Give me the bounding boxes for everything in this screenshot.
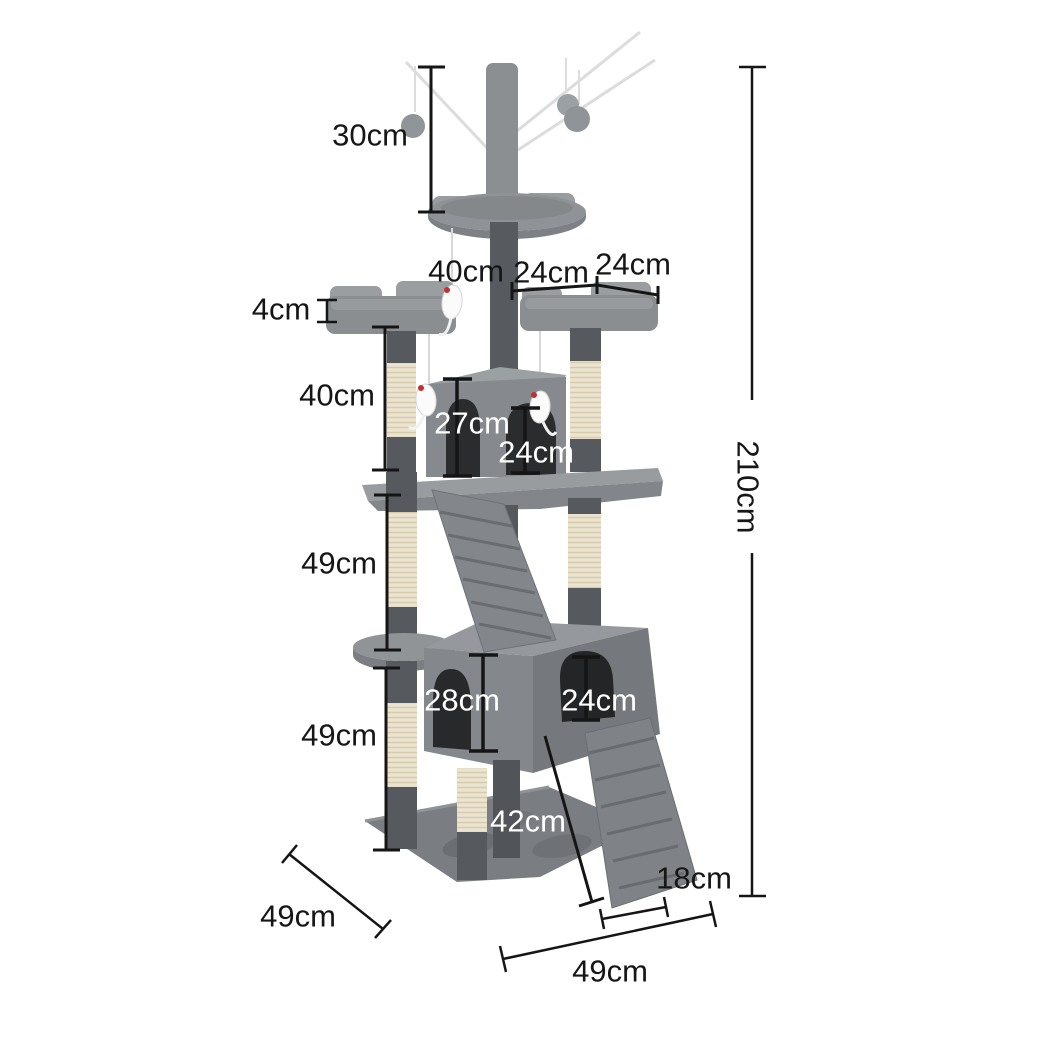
dim-line-lower-door-right	[572, 655, 600, 722]
right-post-lower	[568, 498, 601, 630]
lower-ramp	[584, 717, 698, 909]
dim-line-base-width	[498, 900, 718, 973]
dim-label-top-platform-right: 24cm	[595, 246, 671, 282]
dim-label-lower-door-right: 24cm	[561, 682, 637, 718]
center-post-upper	[490, 222, 518, 378]
dim-line-base-depth	[281, 844, 392, 939]
dim-line-hang-height	[418, 65, 445, 214]
center-post-base	[493, 760, 520, 858]
cat-tree-illustration	[326, 30, 698, 909]
mouse-toy-1	[438, 284, 463, 337]
dim-label-condo-door: 24cm	[498, 434, 574, 470]
front-post-base	[457, 768, 487, 880]
dim-label-hang-height: 30cm	[332, 117, 408, 153]
dim-label-top-drop: 40cm	[428, 253, 504, 289]
dim-label-upper-post: 40cm	[299, 377, 375, 413]
dim-line-top-platform	[510, 276, 660, 304]
toy-ball-right-2	[564, 106, 590, 132]
top-post	[486, 63, 518, 215]
dim-label-lower-section: 49cm	[301, 717, 377, 753]
left-post-lower	[386, 472, 417, 653]
wand-stick-right-2	[517, 58, 656, 152]
dim-line-mid-section	[374, 493, 401, 652]
dim-label-mid-section: 49cm	[301, 545, 377, 581]
left-platform	[326, 281, 456, 334]
dim-line-condo-height	[443, 377, 472, 478]
condo-door-left	[446, 399, 480, 477]
dim-line-lower-door-left	[469, 653, 498, 753]
dim-label-total-height: 210cm	[730, 440, 766, 534]
dim-line-condo-door	[511, 406, 540, 475]
dim-line-rim-thickness	[317, 298, 337, 324]
dim-label-condo-height: 27cm	[434, 405, 510, 441]
dim-line-upper-post	[372, 325, 399, 472]
dim-label-rim-thickness: 4cm	[251, 291, 311, 327]
toy-ball-left	[401, 114, 425, 138]
dim-label-lower-door-left: 28cm	[424, 682, 500, 718]
dim-line-total-height	[739, 65, 766, 898]
toy-balls	[401, 94, 590, 138]
dim-label-top-platform-left: 24cm	[513, 254, 589, 290]
dim-label-base-depth: 49cm	[260, 898, 336, 934]
dim-line-ramp-width	[598, 896, 670, 930]
lower-house-door-left	[433, 668, 471, 750]
dim-label-base-clearance: 42cm	[490, 803, 566, 839]
left-post-upper	[387, 331, 416, 472]
upper-ramp	[431, 489, 557, 653]
wand-stick-left	[404, 60, 489, 150]
dimension-lines	[281, 65, 766, 973]
dim-label-ramp-width: 18cm	[656, 860, 732, 896]
wand-stick-right-1	[511, 30, 641, 137]
dim-line-base-clearance	[543, 735, 605, 908]
dim-line-lower-section	[373, 666, 400, 852]
toy-wand-sticks	[404, 30, 656, 152]
dim-label-base-width: 49cm	[572, 953, 648, 989]
left-post-base	[386, 661, 417, 849]
right-post-upper	[570, 328, 601, 472]
mouse-toy-2	[408, 383, 437, 430]
right-platform	[520, 282, 658, 331]
